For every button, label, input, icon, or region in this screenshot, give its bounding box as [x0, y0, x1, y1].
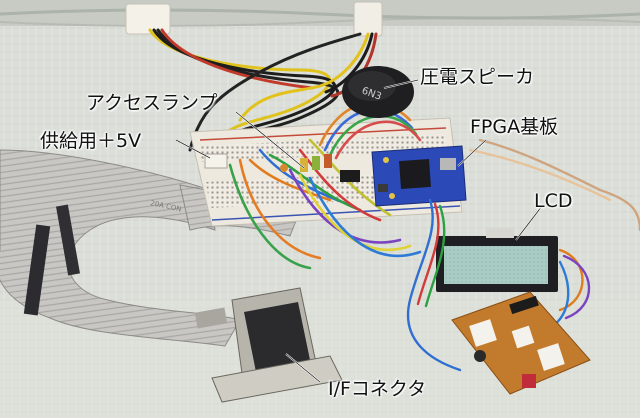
access-led-cluster [280, 154, 360, 182]
fpga-board [371, 145, 467, 207]
lcd-wires [407, 138, 640, 372]
lcd-module [436, 228, 558, 292]
label-fpga-board: FPGA基板 [470, 116, 559, 138]
molex-power-connector [125, 1, 383, 37]
label-lcd: LCD [534, 190, 573, 212]
power-header [204, 153, 228, 169]
label-access-lamp: アクセスランプ [86, 92, 218, 114]
piezo-speaker: 6N3 [342, 66, 414, 118]
cloth-decorative-stripe [0, 8, 640, 20]
label-power-5v: 供給用＋5V [40, 130, 142, 152]
power-wires [148, 28, 378, 156]
label-if-connector: I/Fコネクタ [328, 378, 427, 400]
button-board [451, 291, 591, 395]
label-piezo-speaker: 圧電スピーカ [420, 66, 535, 88]
